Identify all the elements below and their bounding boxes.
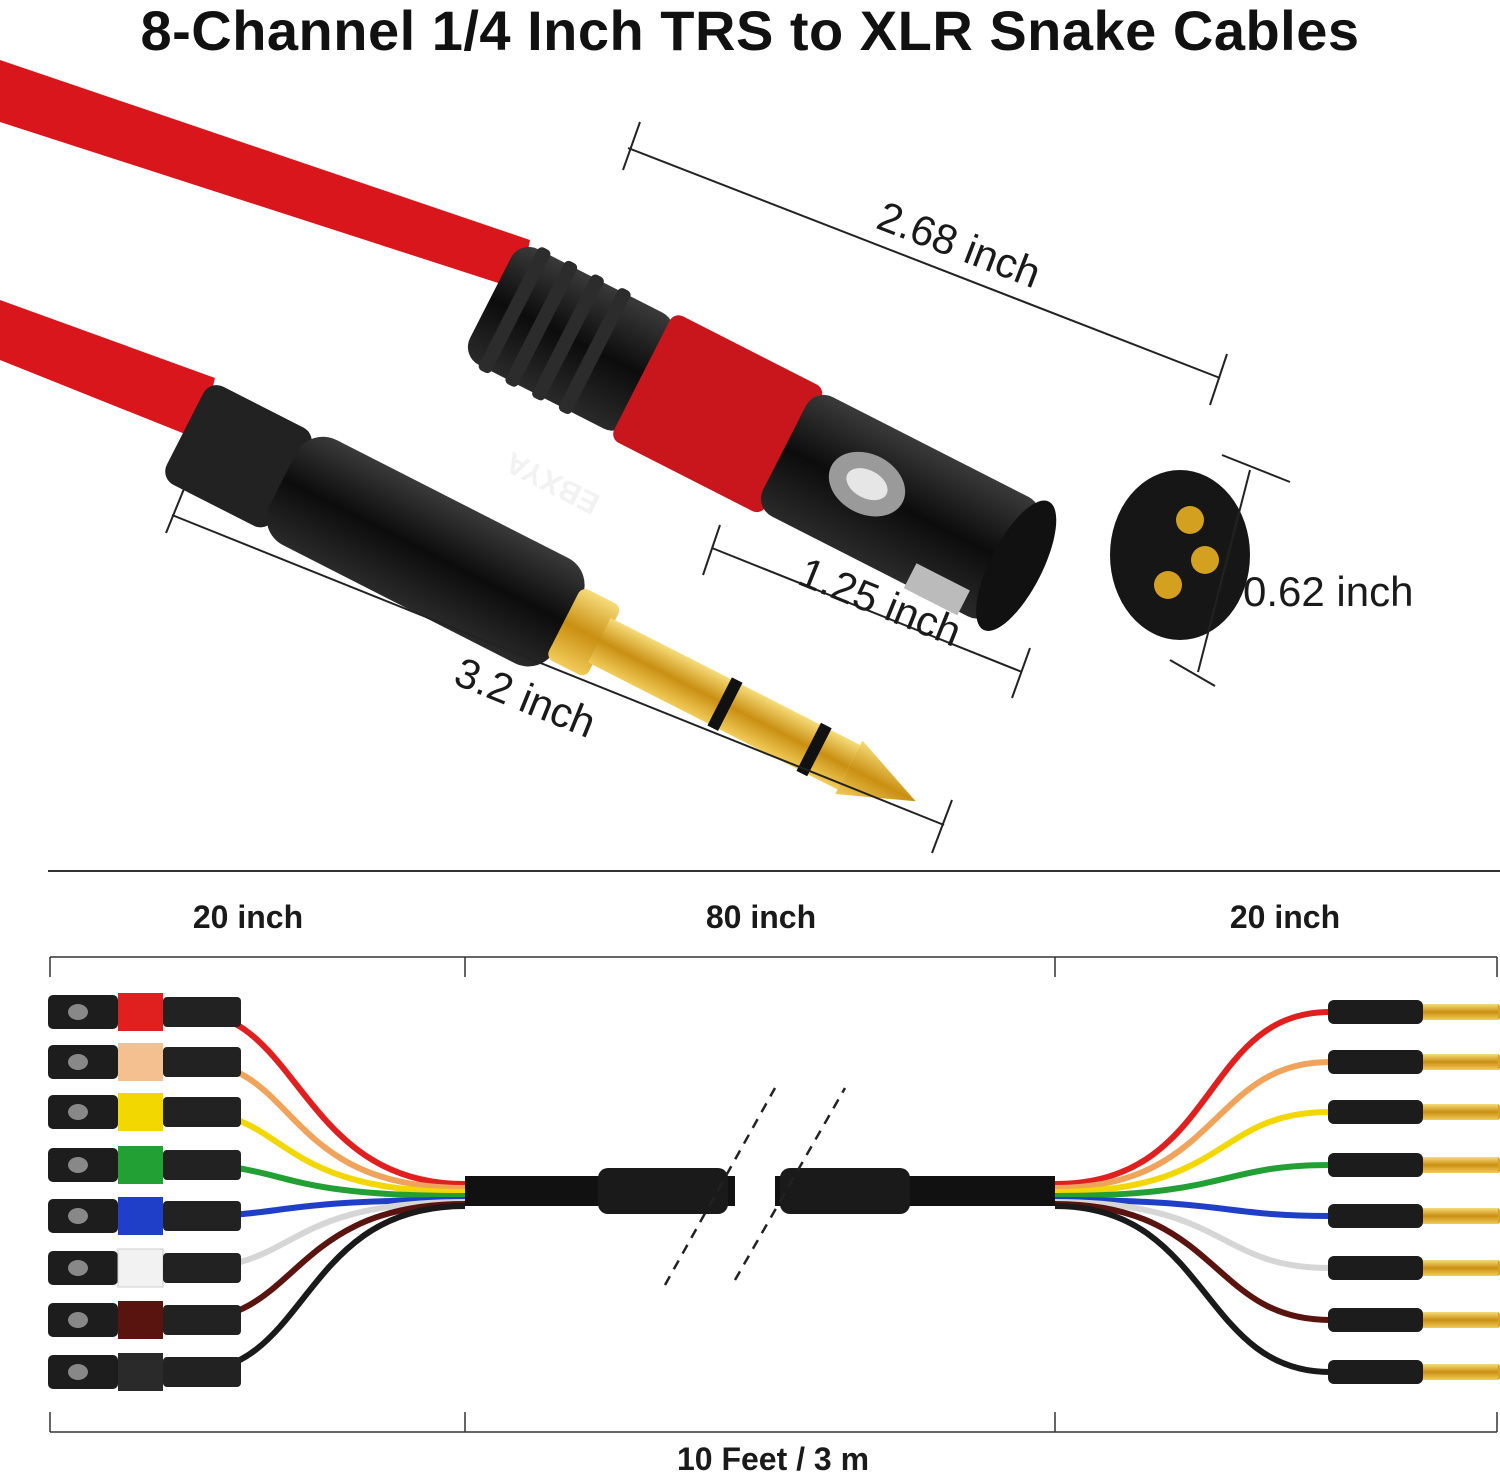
xlr-diameter-label: 0.62 inch bbox=[1243, 568, 1414, 615]
right-breakout-length: 20 inch bbox=[1229, 899, 1341, 935]
xlr-face bbox=[1110, 470, 1250, 640]
right-fanout-cables bbox=[1054, 1009, 1331, 1375]
snake-trunk bbox=[465, 1087, 1055, 1286]
left-breakout-length: 20 inch bbox=[192, 899, 304, 935]
dimension-line-trs-length bbox=[165, 483, 953, 854]
red-cable-upper bbox=[0, 60, 530, 290]
top-length-bracket bbox=[49, 956, 1498, 977]
trs-plug bbox=[165, 385, 916, 802]
page-title: 8-Channel 1/4 Inch TRS to XLR Snake Cabl… bbox=[140, 0, 1360, 62]
dimension-line-xlr-diameter bbox=[1169, 454, 1291, 687]
xlr-female-connector bbox=[467, 246, 1057, 631]
bottom-length-bracket bbox=[49, 1412, 1498, 1433]
red-cable-lower bbox=[0, 300, 215, 440]
total-length: 10 Feet / 3 m bbox=[676, 1441, 870, 1477]
dimension-line-plug-length bbox=[702, 524, 1031, 699]
right-trs-plugs bbox=[1328, 1000, 1500, 1384]
dimension-line-xlr-length bbox=[622, 121, 1228, 406]
trunk-length: 80 inch bbox=[705, 899, 817, 935]
left-xlr-connectors bbox=[48, 993, 241, 1391]
